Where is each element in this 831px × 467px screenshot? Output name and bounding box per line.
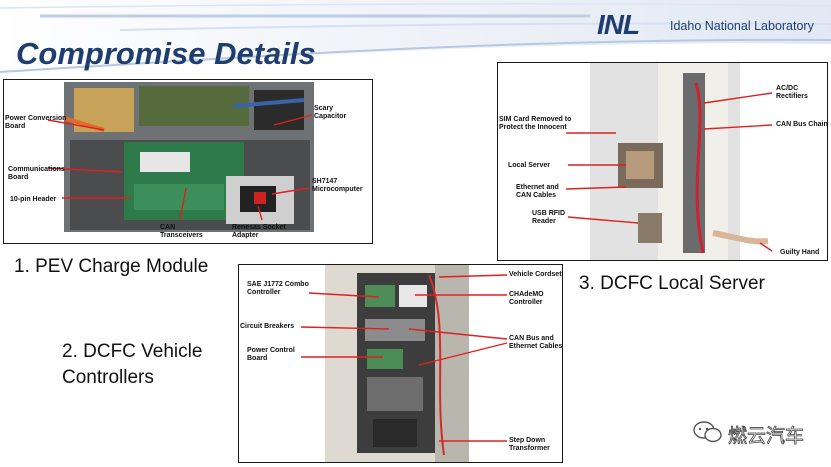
label-acdc-rectifiers: AC/DC Rectifiers bbox=[776, 85, 808, 100]
watermark-text: 燃云汽车 bbox=[728, 426, 805, 448]
label-usb-rfid-reader: USB RFID Reader bbox=[532, 210, 566, 225]
inl-logo-text: Idaho National Laboratory bbox=[670, 19, 814, 33]
dcfc-vehicle-controllers-image bbox=[300, 265, 508, 462]
label-scary-capacitor: Scary Capacitor bbox=[314, 105, 347, 120]
header-band bbox=[0, 0, 831, 75]
label-local-server: Local Server bbox=[508, 162, 551, 169]
label-10-pin-header: 10-pin Header bbox=[10, 196, 57, 203]
slide-title: Compromise Details bbox=[16, 36, 316, 71]
label-renesas-socket-adapter: Renesas Socket Adapter bbox=[232, 224, 286, 239]
caption-dcfc-vehicle-controllers: 2. DCFC Vehicle Controllers bbox=[62, 341, 203, 388]
dcfc-local-server-photo: SIM Card Removed to Protect the Innocent… bbox=[497, 62, 828, 261]
dcfc-vehicle-controllers-photo: SAE J1772 Combo Controller Circuit Break… bbox=[238, 264, 563, 463]
pev-charge-module-image bbox=[47, 82, 314, 232]
label-sim-card-removed: SIM Card Removed to Protect the Innocent bbox=[499, 116, 572, 131]
label-step-down-transformer: Step Down Transformer bbox=[509, 437, 550, 452]
label-can-bus-ethernet-cables: CAN Bus and Ethernet Cables bbox=[509, 335, 563, 350]
label-can-transceivers: CAN Transceivers bbox=[160, 224, 203, 239]
label-sh7147-microcomputer: SH7147 Microcomputer bbox=[312, 178, 363, 193]
label-circuit-breakers: Circuit Breakers bbox=[240, 323, 295, 330]
header-swoosh-graphic bbox=[0, 0, 831, 75]
label-vehicle-cordsets: Vehicle Cordsets bbox=[509, 271, 563, 278]
watermark: 燃云汽车 bbox=[690, 420, 820, 447]
label-ethernet-can-cables: Ethernet and CAN Cables bbox=[516, 184, 559, 199]
label-power-conversion-board: Power Conversion Board bbox=[5, 115, 67, 130]
label-communications-board: Communications Board bbox=[8, 166, 65, 181]
inl-logo: INL Idaho National Laboratory bbox=[597, 9, 814, 43]
caption-dcfc-local-server: 3. DCFC Local Server bbox=[579, 273, 765, 294]
label-can-bus-chain: CAN Bus Chain bbox=[776, 121, 828, 128]
label-guilty-hand: Guilty Hand bbox=[780, 249, 820, 256]
wechat-icon bbox=[693, 421, 722, 443]
inl-logo-mark: INL bbox=[597, 9, 640, 40]
label-sae-j1772-combo-controller: SAE J1772 Combo Controller bbox=[247, 281, 309, 296]
label-chademo-controller: CHAdeMO Controller bbox=[509, 291, 544, 306]
dcfc-local-server-image bbox=[565, 63, 773, 260]
label-power-control-board: Power Control Board bbox=[247, 347, 295, 362]
pev-charge-module-photo: Power Conversion Board Scary Capacitor C… bbox=[3, 79, 373, 244]
caption-pev-charge-module: 1. PEV Charge Module bbox=[14, 256, 209, 277]
